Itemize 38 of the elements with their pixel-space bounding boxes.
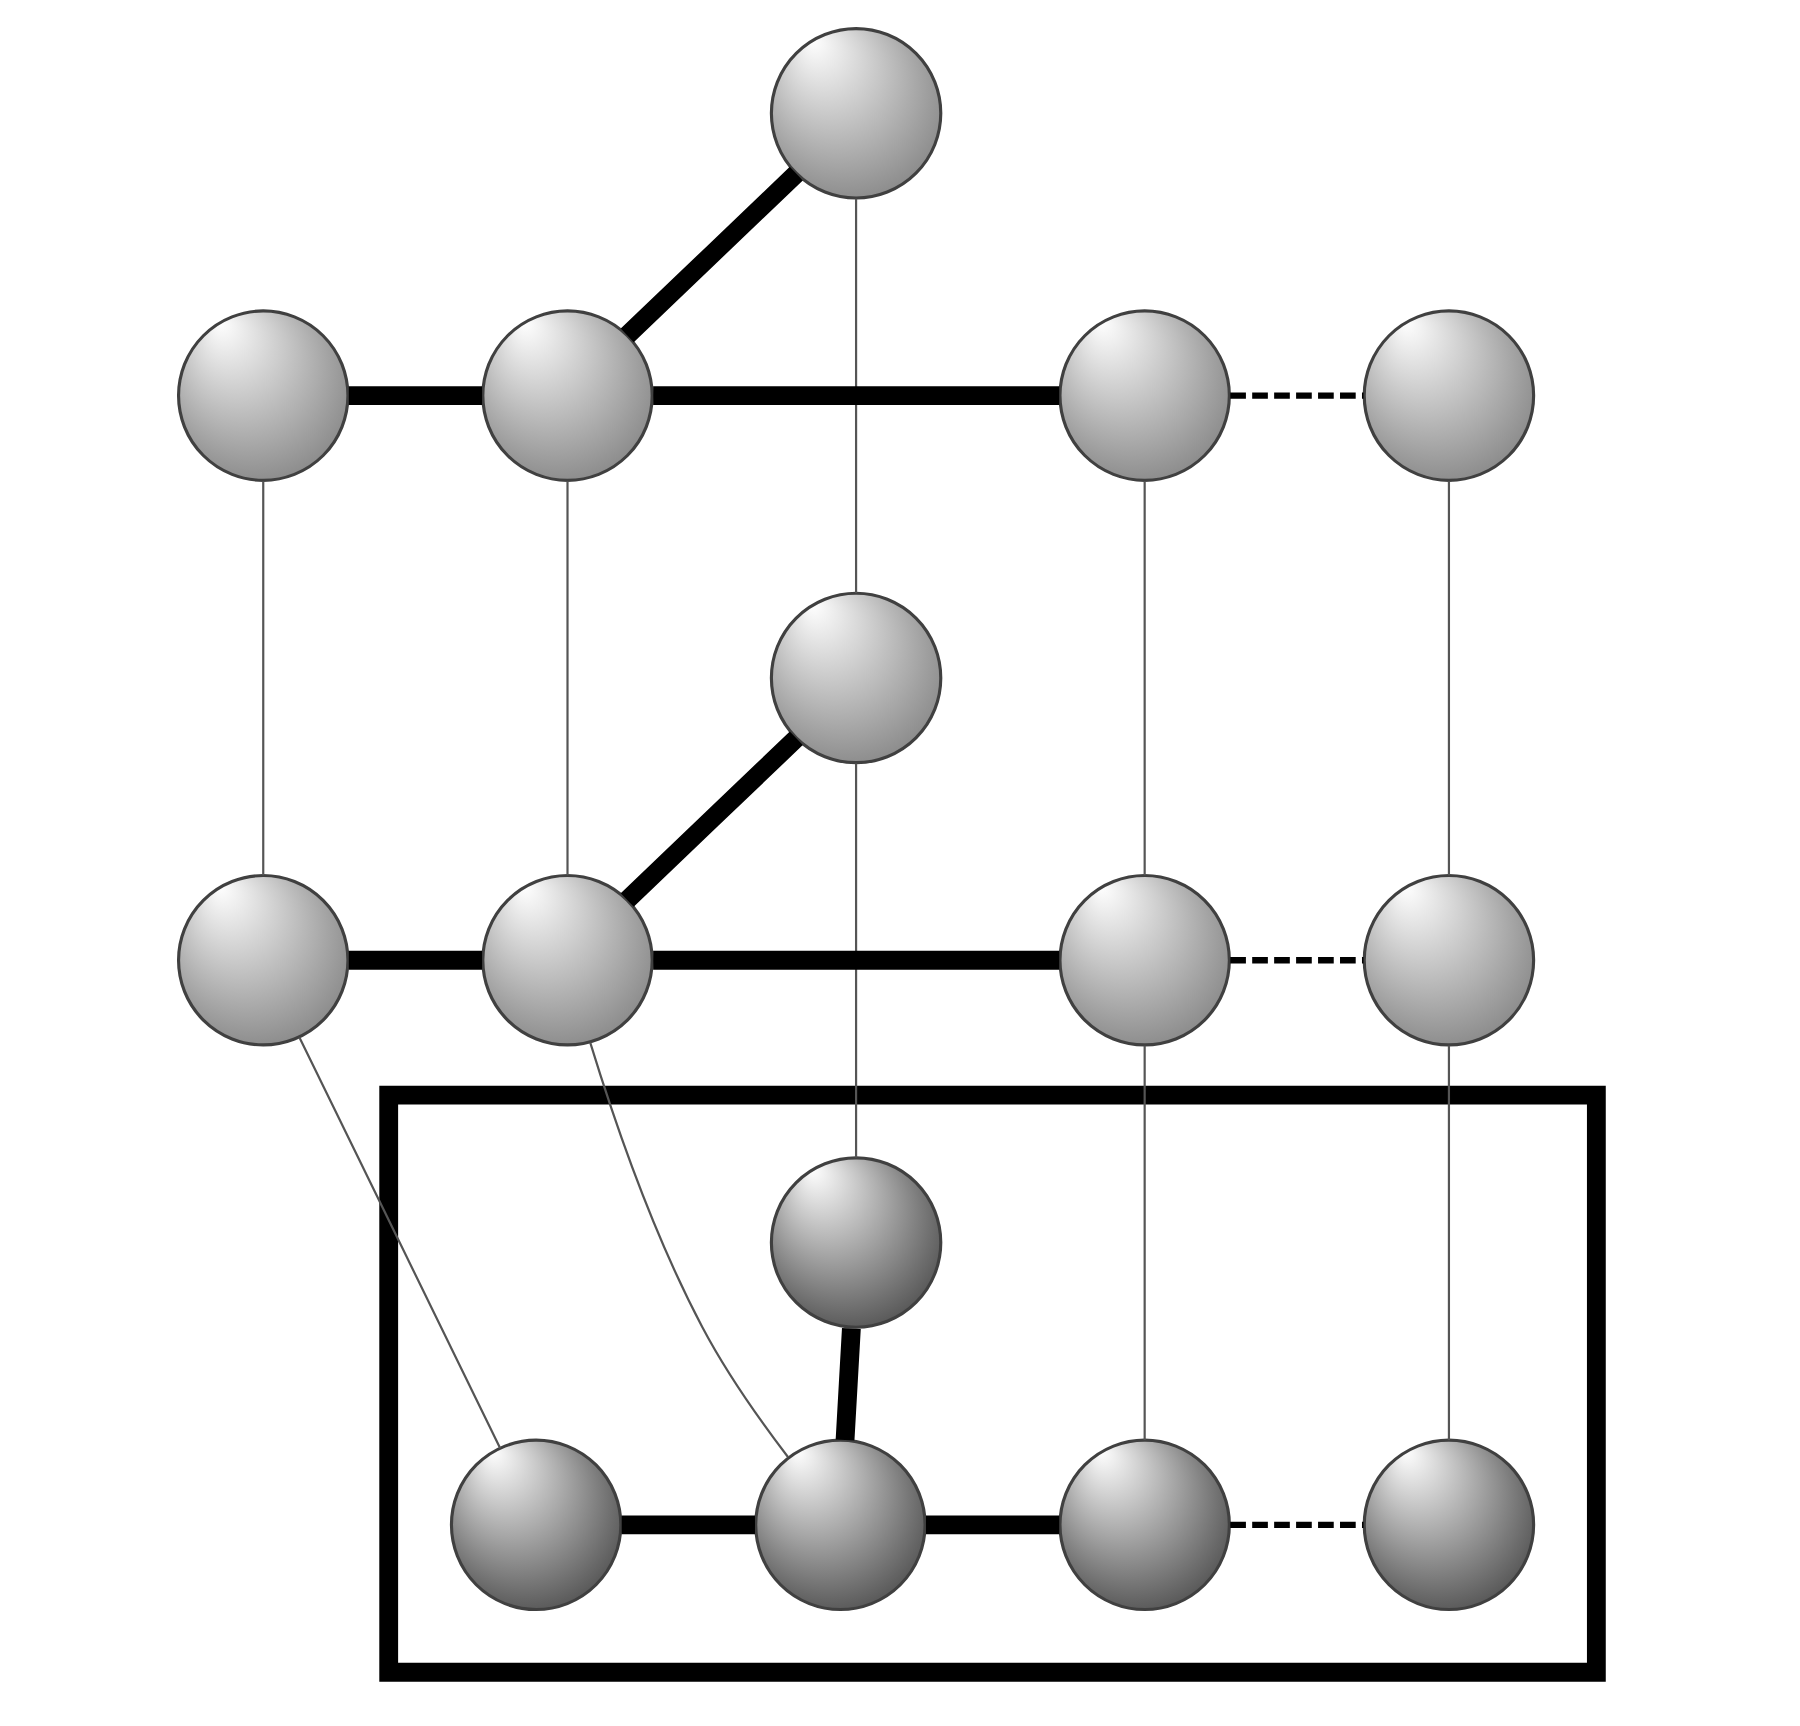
node-circle bbox=[769, 591, 943, 765]
connector bbox=[348, 950, 483, 970]
connector bbox=[620, 731, 803, 907]
node-circle bbox=[481, 873, 654, 1047]
connector bbox=[1143, 481, 1146, 876]
node-circle bbox=[769, 27, 943, 200]
node-circle bbox=[177, 873, 350, 1047]
connector bbox=[855, 198, 858, 593]
connector bbox=[653, 950, 1060, 970]
connector bbox=[835, 1327, 861, 1441]
node-circle bbox=[1058, 1438, 1231, 1612]
connector bbox=[855, 763, 858, 1158]
connector bbox=[566, 481, 569, 876]
connector bbox=[1447, 1045, 1451, 1440]
node-circle bbox=[1362, 873, 1536, 1047]
node-circle bbox=[449, 1438, 623, 1612]
node-circle bbox=[1362, 1438, 1536, 1612]
node-circle bbox=[1362, 309, 1536, 482]
connector bbox=[298, 1037, 502, 1449]
connector bbox=[925, 1515, 1060, 1535]
connector bbox=[262, 481, 265, 876]
node-circle bbox=[754, 1438, 927, 1612]
node-circle bbox=[1058, 309, 1231, 482]
cluster bbox=[379, 1085, 1606, 1682]
connector bbox=[653, 386, 1060, 406]
node-circle bbox=[481, 309, 654, 482]
connector bbox=[1230, 392, 1364, 399]
connector bbox=[1143, 1045, 1146, 1440]
connector bbox=[620, 166, 803, 343]
node-circle bbox=[177, 309, 350, 482]
connector bbox=[348, 386, 483, 406]
node-circle bbox=[1058, 873, 1231, 1047]
connector bbox=[1230, 957, 1364, 964]
connector bbox=[1447, 481, 1451, 876]
connector bbox=[589, 1042, 789, 1458]
connector bbox=[621, 1515, 755, 1535]
node-circle bbox=[769, 1156, 943, 1329]
connector bbox=[1230, 1521, 1364, 1528]
